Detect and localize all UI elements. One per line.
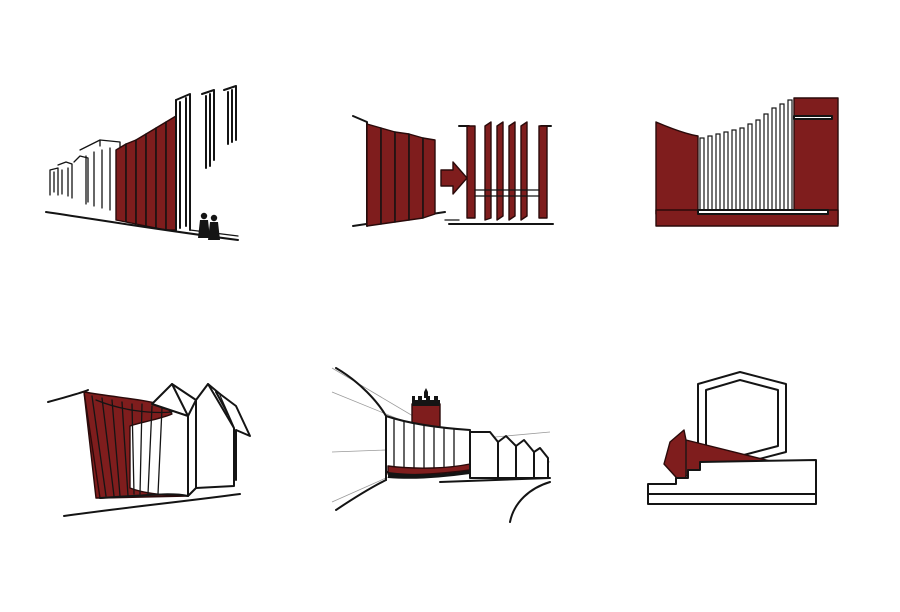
right-fin-group xyxy=(484,121,528,221)
white-fin-group xyxy=(699,99,793,211)
street-facade-sketch xyxy=(40,80,250,250)
fin-transformation-sketch xyxy=(345,108,560,233)
transform-arrow-icon xyxy=(440,161,468,195)
red-roof-surface xyxy=(83,391,189,499)
left-fin-group xyxy=(366,123,436,227)
pedestrian-figures xyxy=(198,212,220,240)
red-fin-group xyxy=(115,115,177,231)
church-tower xyxy=(411,388,441,429)
hexagon-arrow-sketch xyxy=(640,364,840,514)
street-perspective-sketch xyxy=(330,362,555,527)
folded-roof-sketch xyxy=(40,370,260,525)
fin-screen-elevation-sketch xyxy=(650,92,845,232)
